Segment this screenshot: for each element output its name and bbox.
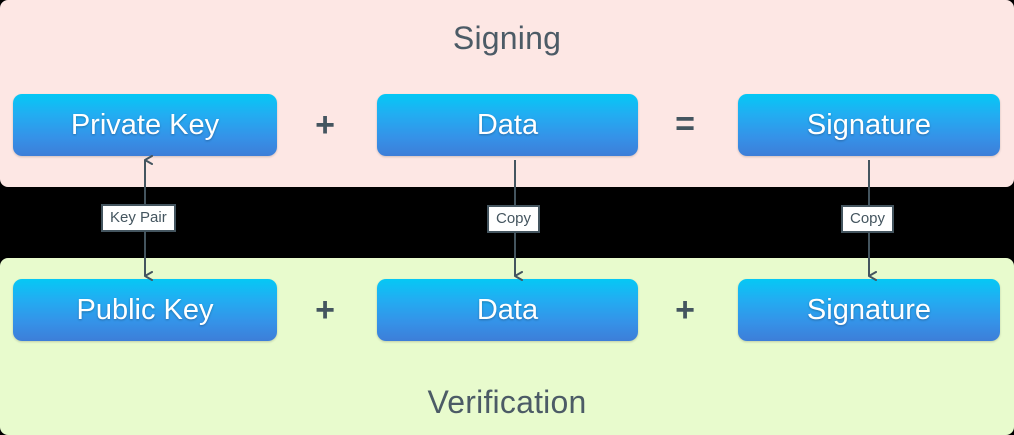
operator-plus-verification-2: + <box>675 291 695 329</box>
connector-label-copy-data: Copy <box>487 205 541 233</box>
operator-plus-signing: + <box>315 106 335 144</box>
signing-section-title: Signing <box>452 20 562 56</box>
operator-equals-signing: = <box>675 105 695 143</box>
connector-label-copy-signature: Copy <box>841 205 895 233</box>
connector-label-key-pair: Key Pair <box>101 204 176 232</box>
box-verification-data[interactable]: Data <box>377 279 638 341</box>
box-verification-signature[interactable]: Signature <box>738 279 1000 341</box>
box-signing-data[interactable]: Data <box>377 94 638 156</box>
verification-section-title: Verification <box>427 384 587 420</box>
operator-plus-verification-1: + <box>315 291 335 329</box>
box-public-key[interactable]: Public Key <box>13 279 277 341</box>
box-signing-signature[interactable]: Signature <box>738 94 1000 156</box>
box-private-key[interactable]: Private Key <box>13 94 277 156</box>
